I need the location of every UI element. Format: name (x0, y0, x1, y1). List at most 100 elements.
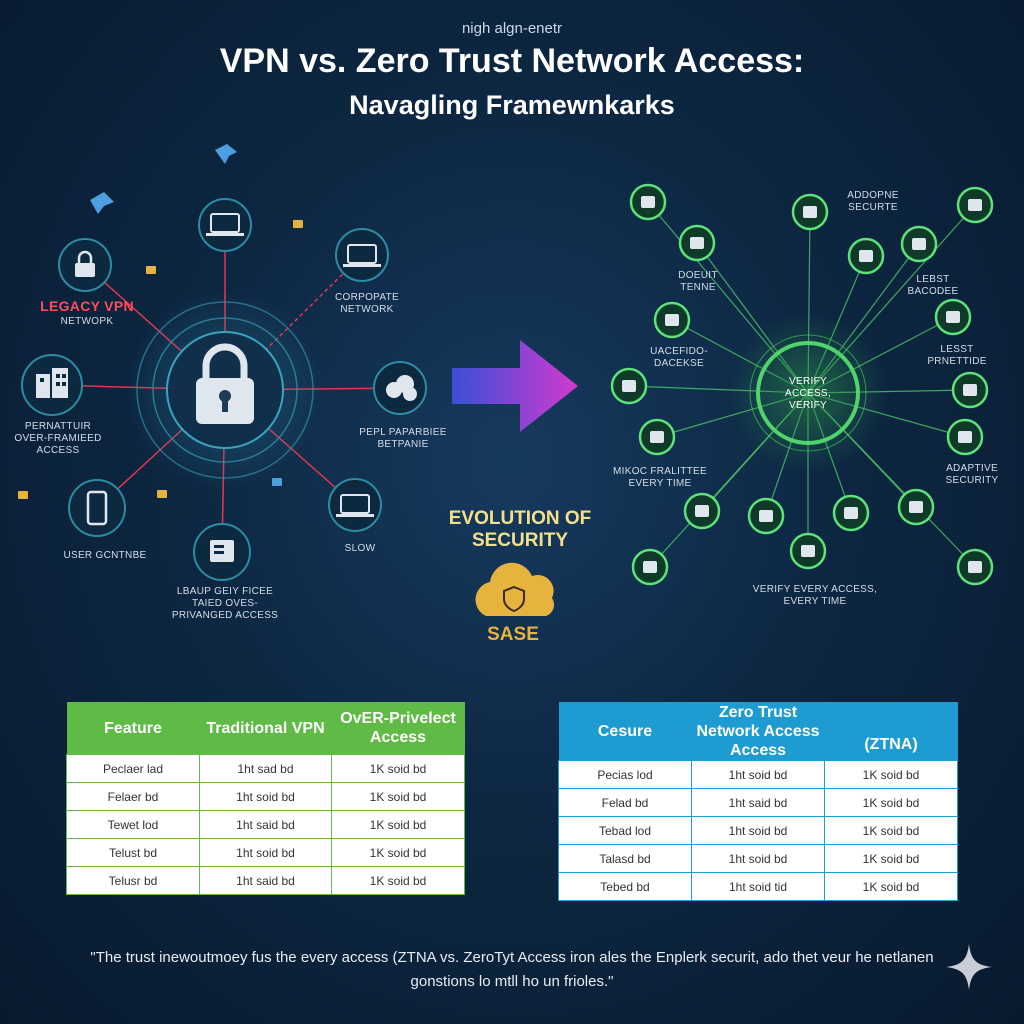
table-cell: 1K soid bd (824, 788, 958, 817)
table-header-row: Feature Traditional VPN OvER-Privelect A… (66, 702, 465, 755)
page-title: VPN vs. Zero Trust Network Access: (219, 42, 805, 80)
network-diagram (18, 144, 994, 616)
table-cell: 1ht soid tid (691, 872, 825, 901)
vpn-comparison-table: Feature Traditional VPN OvER-Privelect A… (66, 702, 465, 895)
monitor-node-icon (956, 186, 994, 224)
cloud-users-node-icon (373, 361, 427, 415)
sase-label: SASE (487, 624, 539, 645)
slow-label: SLOW (344, 543, 376, 554)
table-cell: 1ht soid bd (691, 760, 825, 789)
table-cell: 1ht said bd (199, 810, 332, 839)
table-cell: 1K soid bd (824, 816, 958, 845)
legacy-vpn-name: LEGACY VPN (40, 298, 134, 314)
server-node-icon (193, 523, 251, 581)
adaptive-security-label: ADAPTIVE SECURITY (945, 463, 999, 486)
table-header-cell: Cesure (558, 702, 692, 761)
table-cell: Tebad lod (558, 816, 692, 845)
legacy-vpn-subname: NETWOPK (60, 316, 114, 327)
table-cell: 1K soid bd (331, 866, 465, 895)
server-node-icon (678, 224, 716, 262)
perm-label: PEPL PAPARBIEE BETPANIE (359, 427, 447, 450)
small-gold-lock-icon (18, 220, 303, 499)
table-header-cell: Zero Trust Network Access Access (691, 702, 825, 761)
gear-node-icon (653, 301, 691, 339)
monitor-node-icon (631, 548, 669, 586)
monitor-node-icon (934, 298, 972, 336)
table-cell: 1K soid bd (331, 838, 465, 867)
laptop-slow-node-icon (328, 478, 382, 532)
table-cell: Talasd bd (558, 844, 692, 873)
tenne-label: DOEUIT TENNE (678, 270, 718, 293)
cloud-node-icon (847, 237, 885, 275)
evolution-arrow-icon (452, 340, 578, 432)
page-subtitle: Navagling Framewnkarks (349, 90, 675, 120)
table-header-cell: OvER-Privelect Access (331, 702, 465, 755)
server-node-icon (832, 494, 870, 532)
table-cell: Felaer bd (66, 782, 200, 811)
table-cell: 1K soid bd (331, 782, 465, 811)
ztna-hub-label: VERIFY ACCESS, VERIFY (784, 376, 831, 411)
monitor-node-icon (946, 418, 984, 456)
vpn-diagram (18, 144, 427, 581)
table-cell: Felad bd (558, 788, 692, 817)
table-cell: 1K soid bd (824, 872, 958, 901)
cloud-node-icon (747, 497, 785, 535)
user-label: USER GCNTNBE (63, 550, 147, 561)
vpn-padlock-icon (196, 343, 254, 424)
phone-node-icon (68, 479, 126, 537)
server-node-icon (956, 548, 994, 586)
shield-node-icon (638, 418, 676, 456)
table-cell: 1ht soid bd (199, 782, 332, 811)
building-node-icon (21, 354, 83, 416)
secure-label: ADDOPNE SECURTE (847, 190, 899, 213)
over-privileged-label: PERNATTUIR OVER-FRAMIEED ACCESS (14, 421, 102, 456)
gear-node-icon (897, 488, 935, 526)
corporate-network-label: CORPOPATE NETWORK (334, 292, 399, 315)
lock-node-icon (791, 193, 829, 231)
table-cell: 1ht sad bd (199, 754, 332, 783)
shield-node-icon (629, 183, 667, 221)
table-cell: 1ht soid bd (691, 844, 825, 873)
legacy-vpn-label: LEGACY VPN NETWOPK (22, 298, 152, 330)
least-privilege-label: LESST PRNETTIDE (927, 344, 987, 367)
evolution-label: EVOLUTION OF SECURITY (448, 508, 592, 551)
server-node-icon (789, 532, 827, 570)
cloud-node-icon (951, 371, 989, 409)
table-cell: Telust bd (66, 838, 200, 867)
table-cell: 1ht soid bd (691, 816, 825, 845)
monitor-node-icon (335, 228, 389, 282)
table-cell: 1ht said bd (199, 866, 332, 895)
server-node-icon (683, 492, 721, 530)
table-cell: 1K soid bd (824, 844, 958, 873)
table-header-row: Cesure Zero Trust Network Access Access … (558, 702, 958, 761)
laptop-node-icon (198, 198, 252, 252)
table-header-cell: (ZTNA) (824, 702, 958, 761)
lock-node-icon (58, 238, 112, 292)
micro-label: MIKOC FRALITTEE EVERY TIME (613, 466, 707, 489)
unicefido-label: UACEFIDO- DACEKSE (650, 346, 708, 369)
table-cell: 1K soid bd (331, 810, 465, 839)
bird-icon (90, 144, 237, 214)
table-header-cell: Feature (66, 702, 200, 755)
ztna-comparison-table: Cesure Zero Trust Network Access Access … (558, 702, 958, 901)
table-header-cell: Traditional VPN (199, 702, 332, 755)
server-node-icon (900, 225, 938, 263)
table-cell: 1ht soid bd (199, 838, 332, 867)
table-cell: 1ht said bd (691, 788, 825, 817)
table-cell: Tebed bd (558, 872, 692, 901)
table-cell: 1K soid bd (824, 760, 958, 789)
ztna-diagram (610, 183, 994, 586)
server-node-icon (610, 367, 648, 405)
header-kicker: nigh algn-enetr (461, 20, 563, 37)
footer-quote: "The trust inewoutmoey fus the every acc… (90, 949, 934, 990)
sparkle-icon (946, 944, 992, 990)
table-cell: Telusr bd (66, 866, 200, 895)
